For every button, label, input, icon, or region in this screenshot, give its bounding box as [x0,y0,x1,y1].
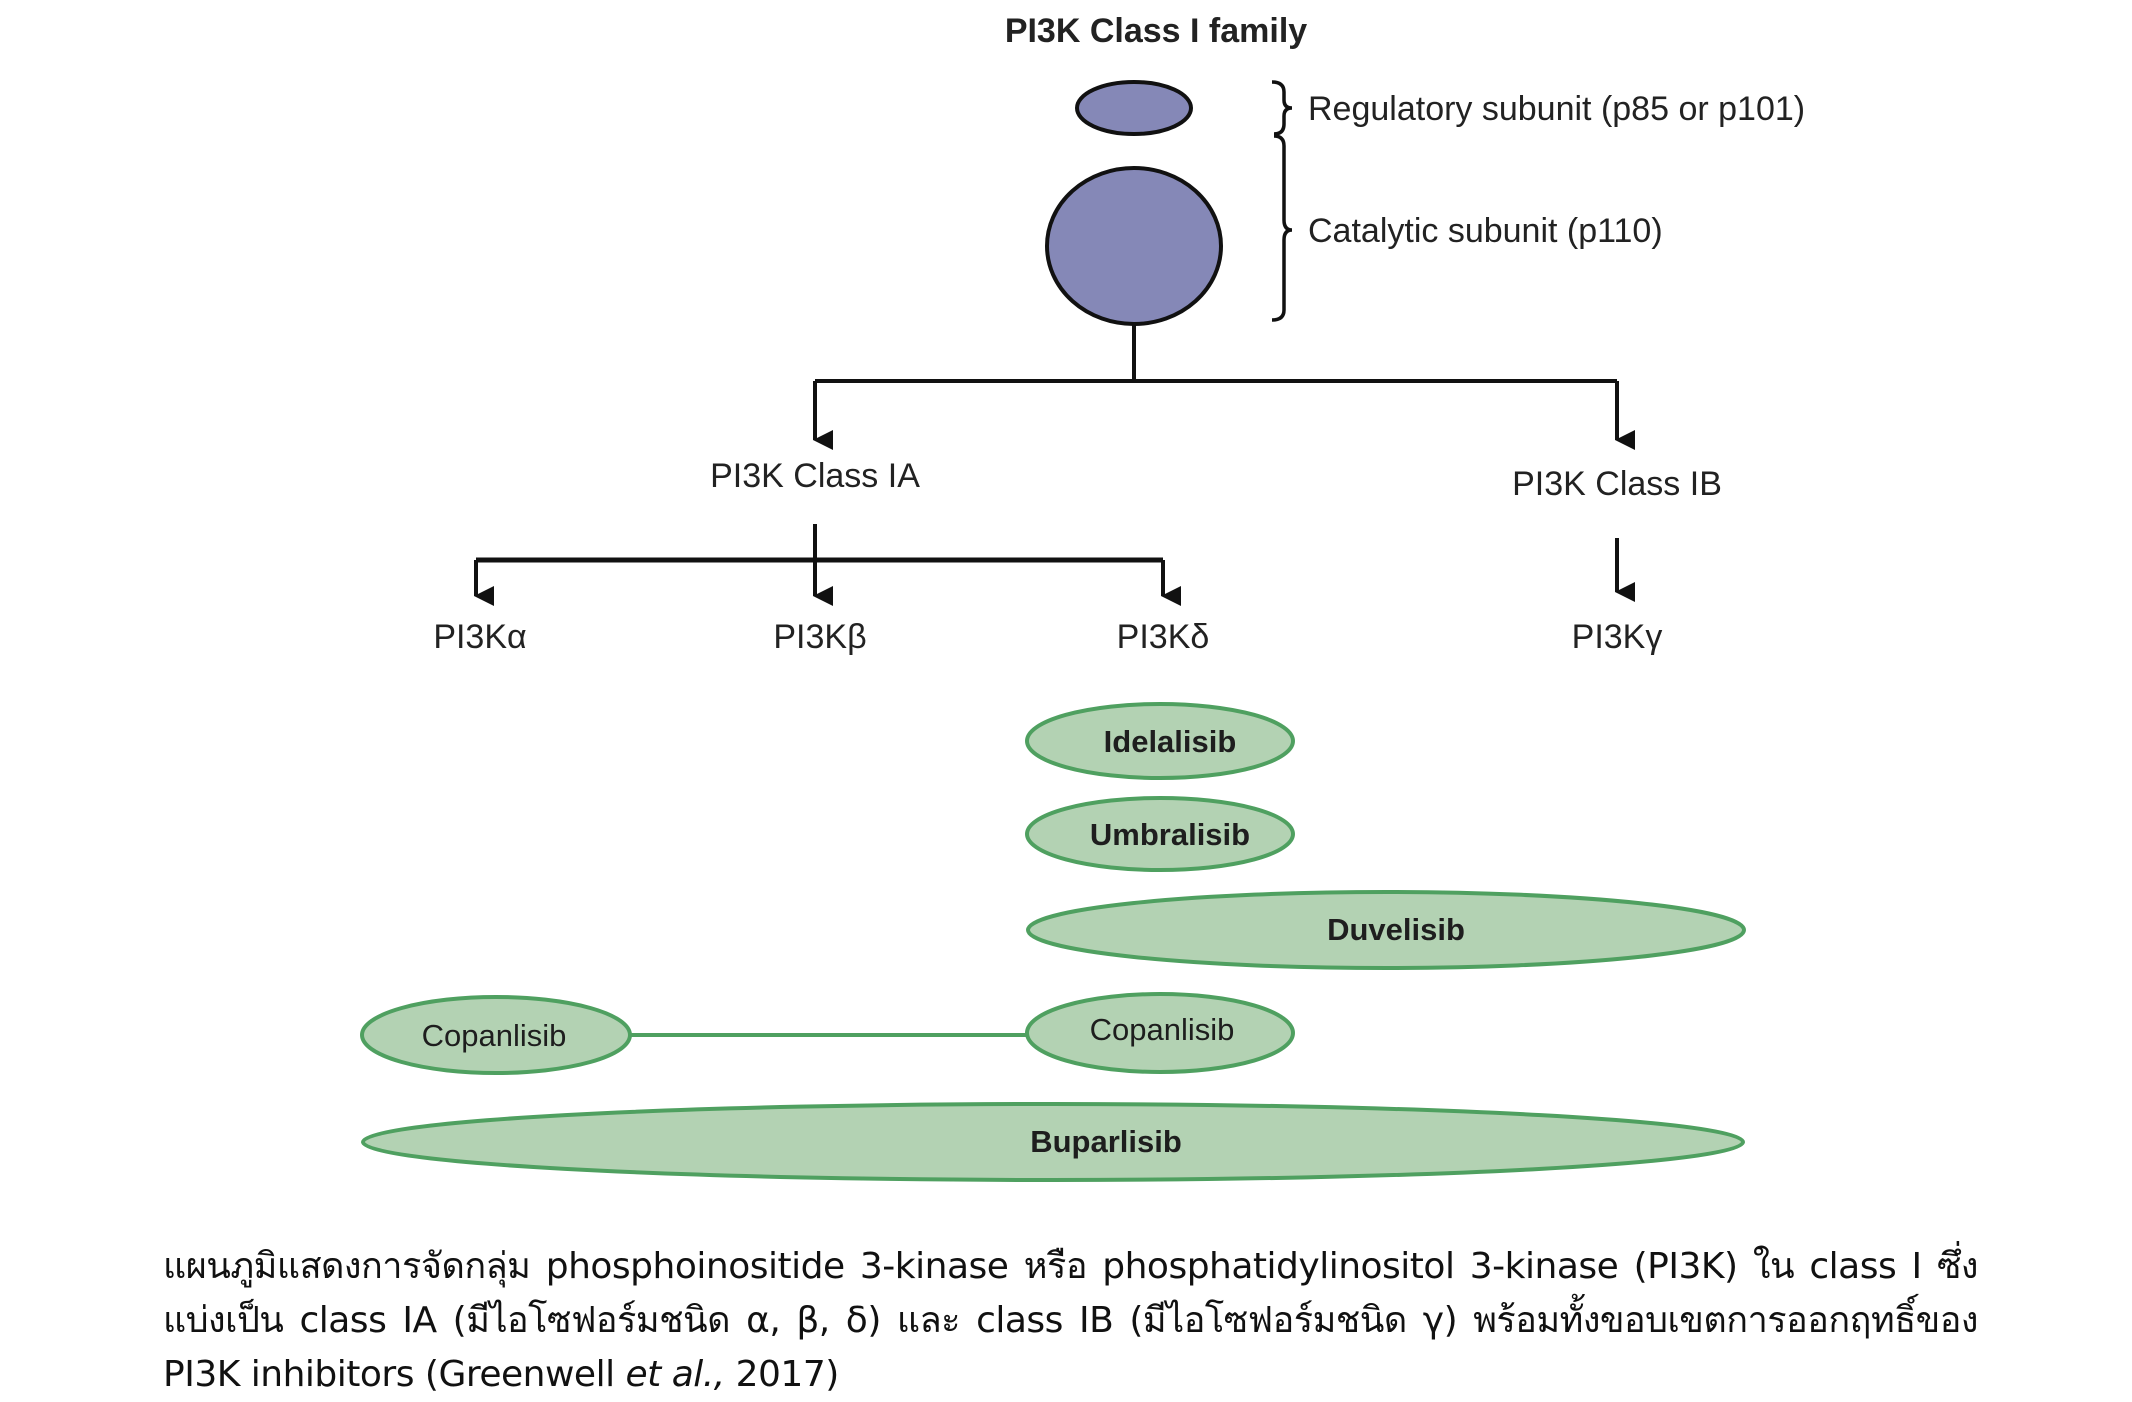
caption-year: 2017) [724,1354,840,1395]
regulatory-subunit-label: Regulatory subunit (p85 or p101) [1308,90,1805,128]
isoform-alpha-label: PI3Kα [433,618,526,656]
catalytic-brace [1271,134,1293,322]
isoform-gamma-label: PI3Kγ [1572,618,1663,656]
buparlisib-label: Buparlisib [1030,1124,1182,1159]
copanlisib-ellipse-delta [1025,992,1295,1074]
idelalisib-ellipse [1025,702,1295,780]
umbralisib-label: Umbralisib [1090,817,1250,852]
isoform-delta-label: PI3Kδ [1117,618,1210,656]
class-ib-label: PI3K Class IB [1512,465,1722,503]
copanlisib-label-delta: Copanlisib [1090,1012,1235,1047]
caption-et-al: et al., [625,1354,726,1395]
isoform-branch-lines [474,524,1635,606]
class-ia-label: PI3K Class IA [710,457,920,495]
idelalisib-label: Idelalisib [1104,724,1237,759]
buparlisib-ellipse [361,1102,1745,1182]
catalytic-subunit-label: Catalytic subunit (p110) [1308,212,1663,250]
figure-caption: แผนภูมิแสดงการจัดกลุ่ม phosphoinositide … [163,1240,1979,1402]
catalytic-subunit-shape [1045,166,1223,326]
pi3k-diagram: PI3K Class I family Regulatory subunit (… [360,12,1805,1182]
regulatory-brace [1271,80,1293,136]
duvelisib-label: Duvelisib [1327,912,1465,947]
regulatory-subunit-shape [1075,80,1193,136]
isoform-beta-label: PI3Kβ [773,618,866,656]
copanlisib-label-alpha: Copanlisib [422,1018,567,1053]
duvelisib-ellipse [1026,890,1746,970]
diagram-title: PI3K Class I family [1005,12,1307,50]
class-branch-lines [813,324,1635,450]
umbralisib-ellipse [1025,796,1295,872]
copanlisib-ellipse-alpha [360,995,632,1075]
caption-text: แผนภูมิแสดงการจัดกลุ่ม phosphoinositide … [163,1246,1979,1395]
